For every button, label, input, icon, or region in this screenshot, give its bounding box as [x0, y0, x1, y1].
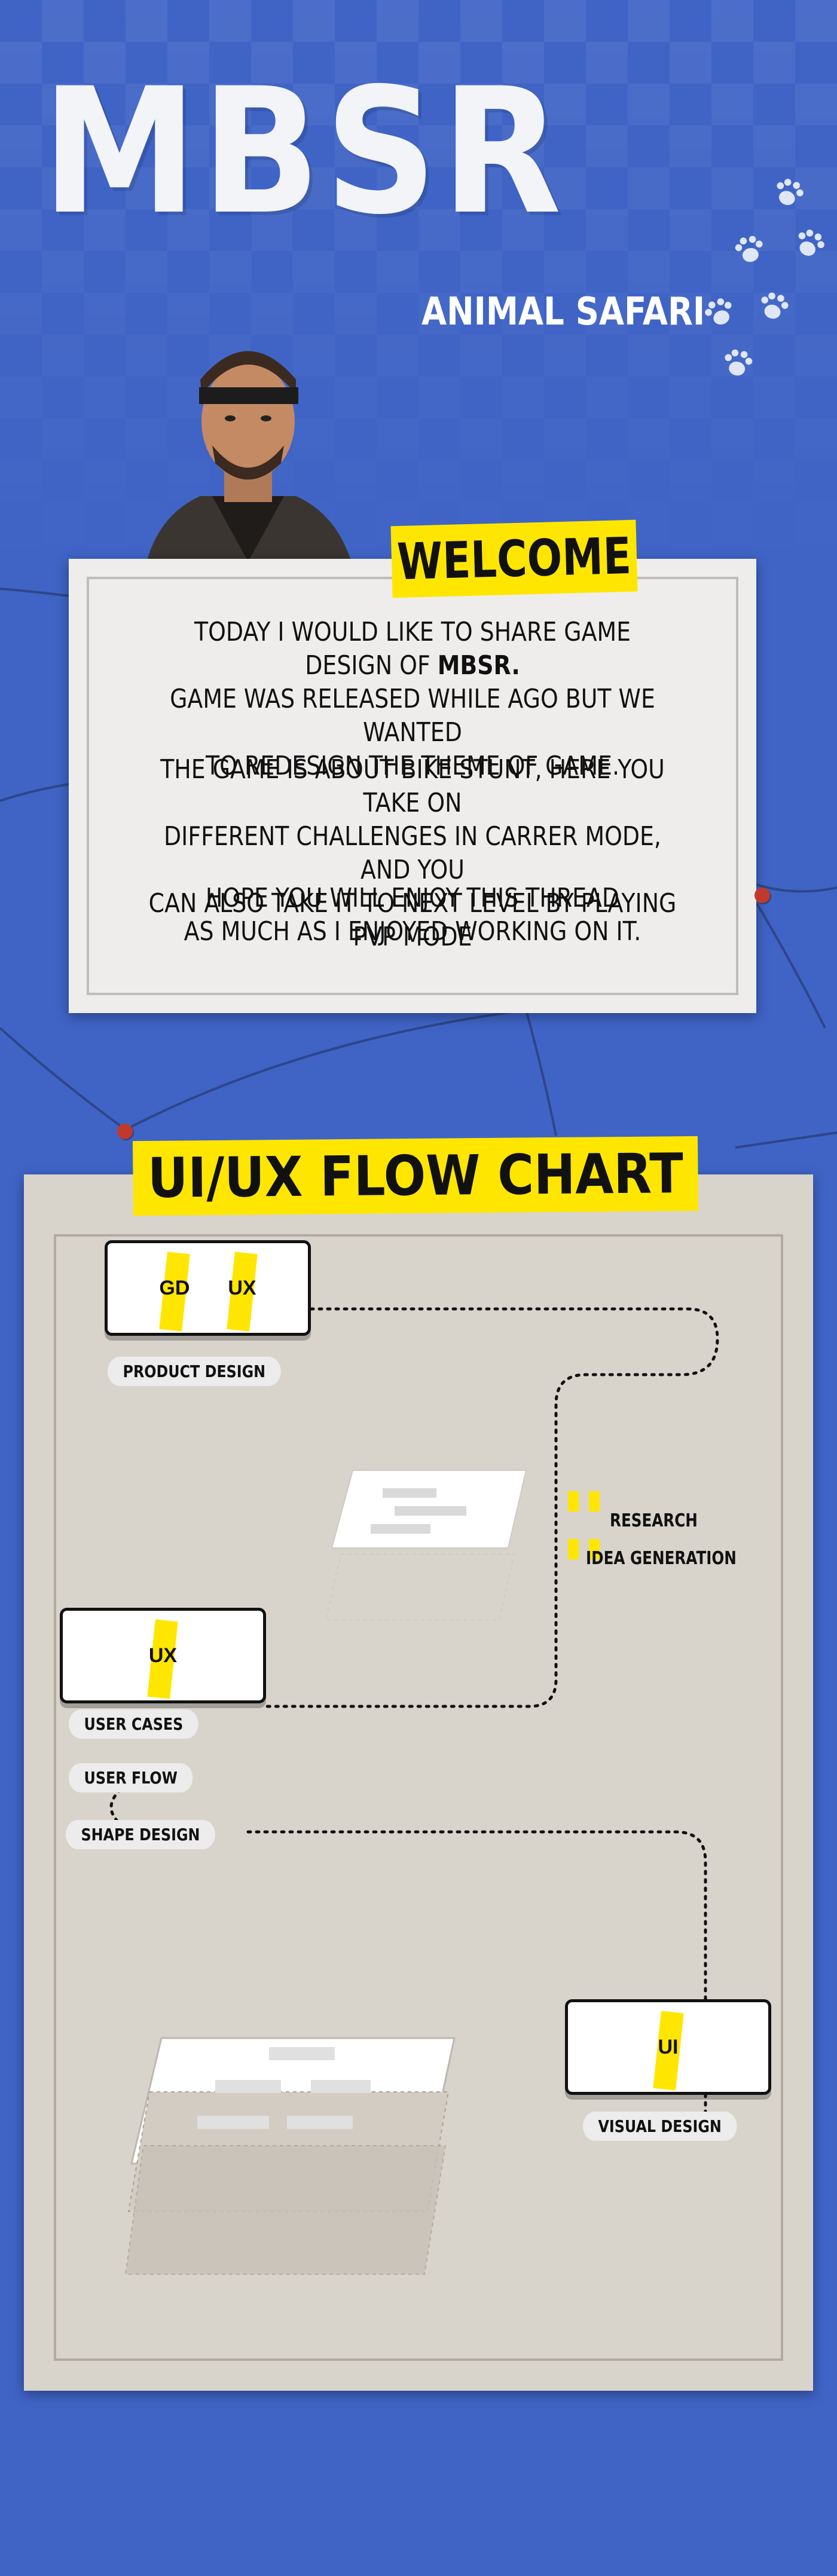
welcome-line-prefix: TODAY I WOULD LIKE TO SHARE GAME DESIGN … [194, 617, 631, 681]
yellow-marker [589, 1539, 600, 1559]
paw-print-icon [798, 230, 824, 256]
user-flow-label: USER FLOW [69, 1763, 193, 1792]
gd-label: GD [152, 1277, 197, 1300]
welcome-paragraph-2: THE GAME IS ABOUT BIKE STUNT, HERE YOU T… [148, 753, 677, 954]
gd-ux-node: GD UX [105, 1240, 311, 1336]
yellow-marker [589, 1491, 600, 1512]
welcome-paragraph-3: HOPE YOU WILL ENJOY THIS THREAD AS MUCH … [148, 882, 677, 949]
shape-design-label: SHAPE DESIGN [66, 1820, 215, 1849]
idea-generation-label: IDEA GENERATION [586, 1548, 737, 1569]
flowchart-title: UI/UX FLOW CHART [132, 1136, 699, 1216]
ui-node: UI [565, 1999, 771, 2095]
checker-pattern [0, 0, 837, 598]
welcome-card: TODAY I WOULD LIKE TO SHARE GAME DESIGN … [69, 559, 756, 1013]
ui-label: UI [651, 2036, 686, 2059]
welcome-paragraph-1: TODAY I WOULD LIKE TO SHARE GAME DESIGN … [148, 616, 677, 783]
game-logo: MBSR [42, 51, 566, 253]
visual-design-label: VISUAL DESIGN [583, 2112, 737, 2141]
yellow-marker [568, 1491, 579, 1512]
product-design-label: PRODUCT DESIGN [108, 1357, 281, 1386]
welcome-title: WELCOME [390, 519, 638, 598]
welcome-line: HOPE YOU WILL ENJOY THIS THREAD [205, 883, 620, 913]
welcome-line: AS MUCH AS I ENJOYED WORKING ON IT. [184, 916, 642, 947]
push-pin-icon [117, 1124, 133, 1139]
user-cases-label: USER CASES [69, 1709, 198, 1739]
ux-label: UX [142, 1644, 184, 1668]
ux-node: UX [60, 1608, 266, 1703]
flowchart-card-border [54, 1234, 783, 2361]
paw-print-icon [725, 349, 753, 376]
research-label: RESEARCH [610, 1510, 698, 1531]
welcome-line: TO REDESIGN THE THEME OF GAME. [206, 751, 619, 781]
welcome-line: DIFFERENT CHALLENGES IN CARRER MODE, AND… [164, 821, 661, 885]
yellow-marker [568, 1539, 579, 1559]
welcome-line: TODAY I WOULD LIKE TO SHARE GAME DESIGN … [148, 616, 677, 683]
paw-print-icon [777, 179, 804, 206]
game-name-bold: MBSR. [437, 650, 520, 681]
welcome-line: CAN ALSO TAKE IT TO NEXT LEVEL BY PLAYIN… [148, 888, 677, 952]
push-pin-icon [754, 888, 770, 903]
game-subtitle: ANIMAL SAFARI [421, 290, 705, 334]
welcome-line: THE GAME IS ABOUT BIKE STUNT, HERE YOU T… [160, 754, 665, 818]
paw-print-icon [735, 235, 763, 262]
paw-print-icon [705, 298, 732, 325]
paw-print-icon [761, 292, 789, 319]
ux-label: UX [221, 1277, 263, 1300]
welcome-line: GAME WAS RELEASED WHILE AGO BUT WE WANTE… [170, 684, 655, 748]
character-illustration [140, 351, 359, 598]
